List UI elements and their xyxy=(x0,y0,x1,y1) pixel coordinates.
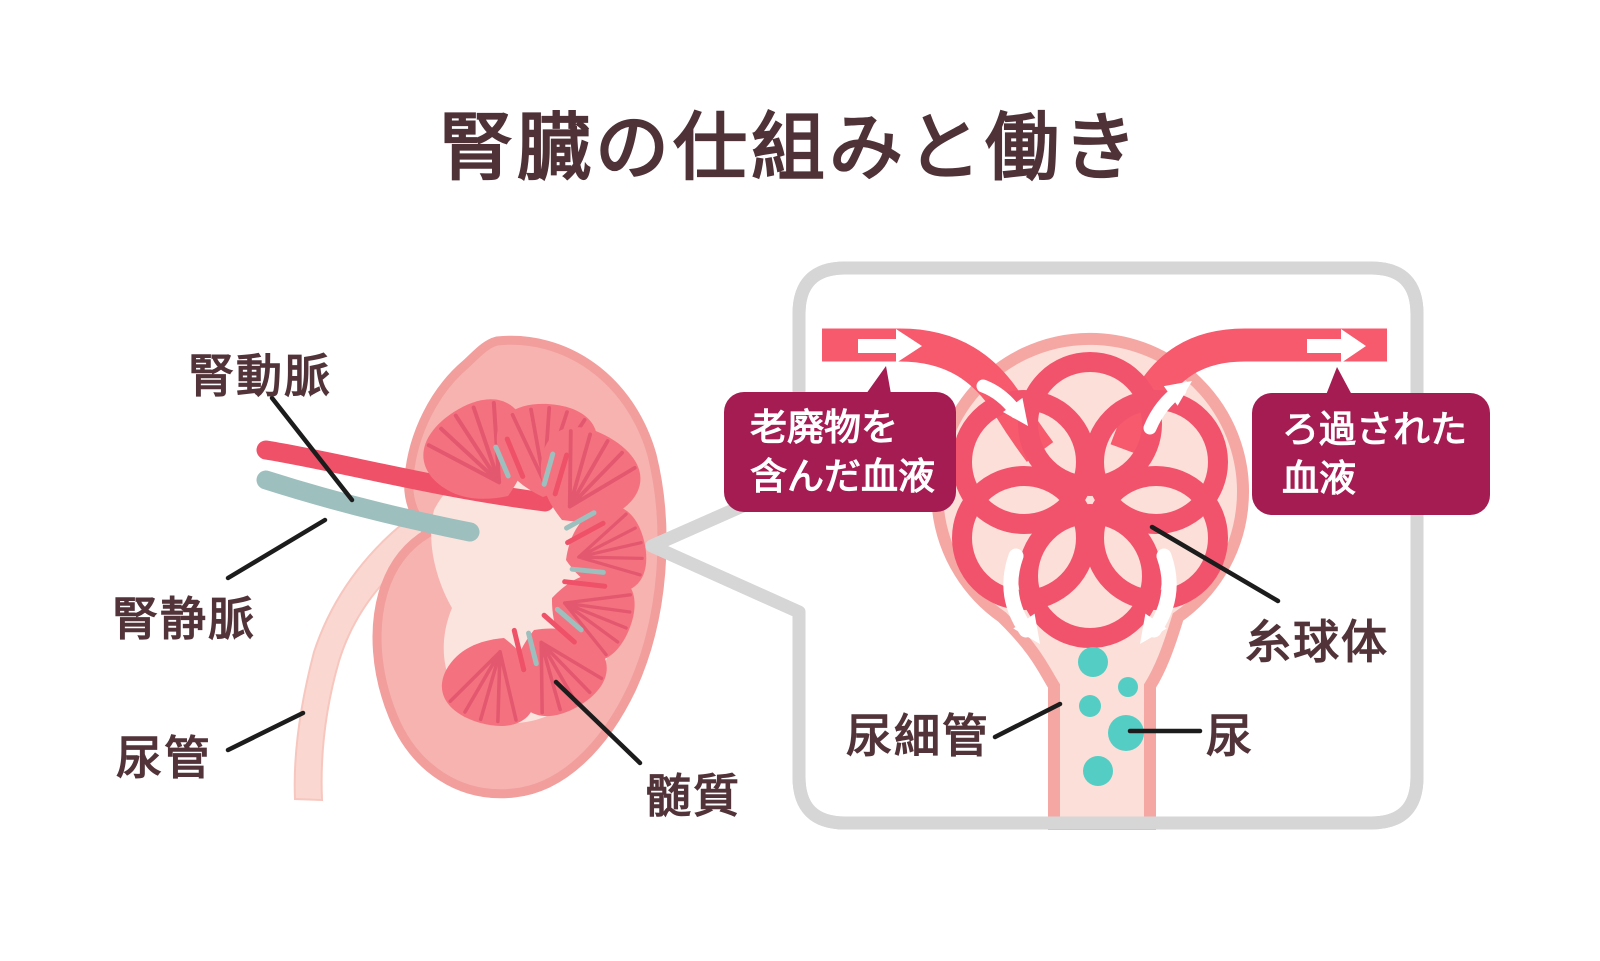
arrow-in-icon xyxy=(858,329,922,363)
urine-dots xyxy=(1078,647,1144,786)
label-glomerulus: 糸球体 xyxy=(1245,615,1389,669)
leader-renal-vein xyxy=(225,517,328,581)
filtered-blood-badge-line2: 血液 xyxy=(1282,457,1356,500)
waste-blood-badge-line1: 老廃物を xyxy=(750,406,898,449)
renal-vein-vessel xyxy=(256,470,480,542)
label-urine: 尿 xyxy=(1206,709,1254,763)
arrow-enter-capsule-icon xyxy=(976,379,1028,426)
badge-tail-icon xyxy=(866,366,891,394)
badge-tail-icon xyxy=(1326,367,1352,395)
zoom-callout-border xyxy=(645,261,1424,830)
flow-arrows xyxy=(858,329,1366,644)
label-renal-vein: 腎静脈 xyxy=(112,592,256,646)
label-medulla: 髄質 xyxy=(645,769,741,823)
kidney-illustration xyxy=(256,335,667,802)
glomerulus-coils xyxy=(952,352,1228,648)
leader-glomerulus xyxy=(1149,524,1281,604)
waste-blood-badge: 老廃物を 含んだ血液 xyxy=(724,366,956,512)
page-title: 腎臓の仕組みと働き xyxy=(439,105,1141,191)
leader-medulla xyxy=(553,679,643,766)
arrow-exit-capsule-icon xyxy=(1143,381,1192,435)
leader-tubule xyxy=(992,701,1063,740)
arrow-down-right-icon xyxy=(1140,548,1177,644)
label-renal-tubule: 尿細管 xyxy=(846,709,990,763)
label-ureter: 尿管 xyxy=(116,731,212,785)
leader-renal-artery xyxy=(269,395,355,503)
filtered-blood-badge-line1: ろ過された xyxy=(1282,408,1467,451)
filtered-blood-badge: ろ過された 血液 xyxy=(1252,367,1490,515)
leader-ureter xyxy=(225,710,306,753)
arrow-out-icon xyxy=(1307,329,1366,363)
waste-blood-badge-line2: 含んだ血液 xyxy=(750,455,935,498)
leader-lines xyxy=(225,395,1281,766)
arrow-down-left-icon xyxy=(1003,548,1040,644)
label-renal-artery: 腎動脈 xyxy=(188,349,332,403)
